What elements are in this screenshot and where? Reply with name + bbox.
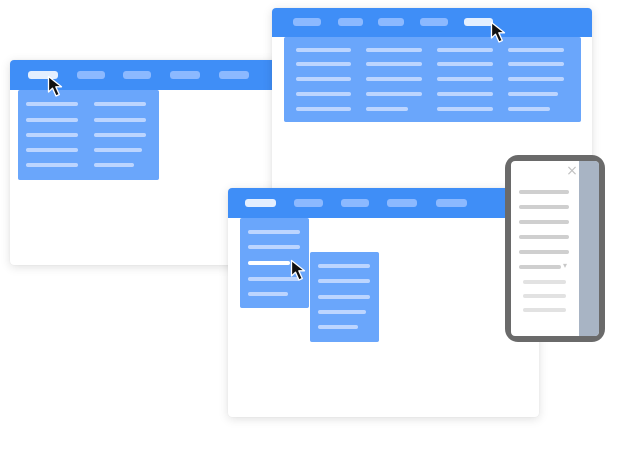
dropdown-link[interactable] <box>26 133 78 137</box>
submenu-link[interactable] <box>318 264 370 268</box>
menu-item-4[interactable] <box>170 71 200 79</box>
window-left-mega-menu <box>10 60 278 265</box>
dropdown-link[interactable] <box>248 245 300 249</box>
dropdown-link[interactable] <box>296 62 351 66</box>
dropdown-link[interactable] <box>94 148 142 152</box>
dropdown-link[interactable] <box>26 118 78 122</box>
mega-dropdown-panel <box>284 37 581 122</box>
menu-item-5-active[interactable] <box>464 18 493 26</box>
dropdown-link[interactable] <box>366 107 408 111</box>
dropdown-link[interactable] <box>94 102 146 106</box>
drawer-menu-link[interactable] <box>519 190 569 194</box>
menu-item-2[interactable] <box>294 199 323 207</box>
drawer-menu-link[interactable] <box>519 220 569 224</box>
dropdown-link[interactable] <box>296 48 351 52</box>
dropdown-link-active[interactable] <box>248 261 290 265</box>
dropdown-link[interactable] <box>26 163 78 167</box>
dropdown-link[interactable] <box>437 48 493 52</box>
dropdown-link[interactable] <box>437 62 493 66</box>
drawer-menu-link-expanded[interactable] <box>519 265 561 269</box>
mouse-pointer-icon <box>290 259 306 281</box>
dropdown-link[interactable] <box>296 92 351 96</box>
menu-item-2[interactable] <box>77 71 105 79</box>
phone-screen: × ▾ <box>511 161 599 336</box>
mouse-pointer-icon <box>490 21 506 43</box>
menu-bar <box>228 188 539 218</box>
submenu-link[interactable] <box>318 325 358 329</box>
dropdown-link[interactable] <box>437 92 493 96</box>
dropdown-link[interactable] <box>437 77 493 81</box>
drawer-submenu-link[interactable] <box>523 280 566 284</box>
window-center-cascading-menu <box>228 188 539 417</box>
dropdown-link[interactable] <box>366 48 422 52</box>
dropdown-link[interactable] <box>248 230 300 234</box>
dropdown-link[interactable] <box>296 77 351 81</box>
menu-item-3[interactable] <box>378 18 404 26</box>
dropdown-link[interactable] <box>94 118 146 122</box>
dropdown-link[interactable] <box>437 107 493 111</box>
menu-bar <box>272 8 592 37</box>
mega-dropdown-panel <box>18 90 159 180</box>
menu-item-1[interactable] <box>293 18 321 26</box>
drawer-menu-link[interactable] <box>519 235 569 239</box>
menu-item-5[interactable] <box>219 71 249 79</box>
menu-item-4[interactable] <box>387 199 417 207</box>
dropdown-link[interactable] <box>508 48 564 52</box>
dropdown-link[interactable] <box>366 92 422 96</box>
dropdown-link[interactable] <box>248 277 300 281</box>
dropdown-link[interactable] <box>296 107 351 111</box>
submenu-link[interactable] <box>318 279 370 283</box>
submenu-link[interactable] <box>318 295 370 299</box>
menu-item-5[interactable] <box>436 199 467 207</box>
dropdown-link[interactable] <box>248 292 288 296</box>
window-top-right-mega-menu <box>272 8 592 213</box>
dropdown-link[interactable] <box>508 92 558 96</box>
mouse-pointer-icon <box>47 75 63 97</box>
submenu-link[interactable] <box>318 310 366 314</box>
drawer-submenu-link[interactable] <box>523 294 566 298</box>
dropdown-link[interactable] <box>508 107 550 111</box>
dropdown-link[interactable] <box>366 77 422 81</box>
submenu-panel <box>310 252 379 342</box>
dropdown-link[interactable] <box>508 62 564 66</box>
menu-item-3[interactable] <box>341 199 369 207</box>
dropdown-link[interactable] <box>26 148 78 152</box>
menu-item-2[interactable] <box>338 18 363 26</box>
menu-item-4[interactable] <box>420 18 448 26</box>
drawer-menu-link[interactable] <box>519 250 569 254</box>
drawer-menu-link[interactable] <box>519 205 569 209</box>
dropdown-link[interactable] <box>508 77 564 81</box>
close-icon[interactable]: × <box>566 163 578 179</box>
drawer-side-panel <box>579 161 599 336</box>
dropdown-link[interactable] <box>366 62 422 66</box>
dropdown-panel <box>240 218 309 308</box>
menu-item-1-active[interactable] <box>245 199 276 207</box>
menu-item-3[interactable] <box>123 71 151 79</box>
caret-down-icon[interactable]: ▾ <box>563 261 568 270</box>
dropdown-link[interactable] <box>26 102 78 106</box>
phone-mockup: × ▾ <box>505 155 605 342</box>
dropdown-link[interactable] <box>94 133 146 137</box>
menu-item-1-active[interactable] <box>28 71 58 79</box>
drawer-submenu-link[interactable] <box>523 308 566 312</box>
dropdown-link[interactable] <box>94 163 134 167</box>
